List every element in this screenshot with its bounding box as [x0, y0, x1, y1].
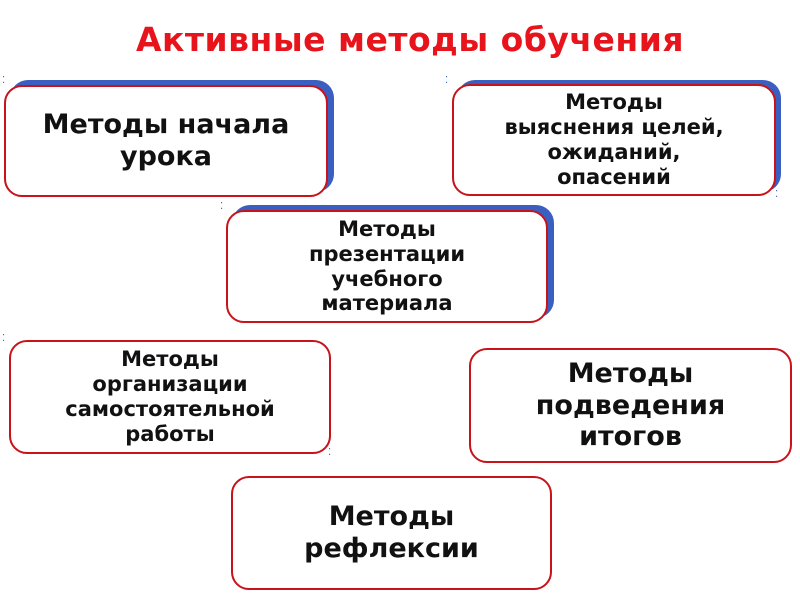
- box-line: учебного: [331, 266, 443, 291]
- box-summing-up: Методы подведения итогов: [469, 348, 792, 463]
- box-line: Методы: [121, 347, 219, 372]
- box-reflection: Методы рефлексии: [231, 476, 552, 590]
- box-lesson-start: Методы начала урока: [4, 85, 328, 197]
- decor-dots: ⁚: [2, 75, 6, 86]
- decor-dots: ⁚: [2, 333, 6, 344]
- decor-dots: ⁚: [220, 201, 224, 212]
- box-line: опасений: [557, 164, 671, 189]
- box-line: подведения: [535, 389, 726, 421]
- box-material-presentation: Методы презентации учебного материала: [226, 210, 548, 323]
- box-line: рефлексии: [304, 533, 479, 564]
- box-line: Методы: [567, 357, 694, 389]
- box-line: Методы: [565, 90, 663, 115]
- box-line: организации: [92, 372, 248, 397]
- box-line: урока: [119, 141, 212, 172]
- box-line: Методы начала: [42, 109, 290, 141]
- box-line: выяснения целей,: [504, 115, 724, 140]
- box-goals-expectations: Методы выяснения целей, ожиданий, опасен…: [452, 84, 776, 196]
- box-line: Методы: [338, 216, 436, 241]
- box-line: Методы: [328, 501, 455, 533]
- box-independent-work: Методы организации самостоятельной работ…: [9, 340, 331, 454]
- box-line: работы: [125, 421, 215, 446]
- decor-dots: ⁚: [445, 75, 449, 86]
- decor-dots: ⁚: [775, 189, 779, 200]
- box-line: ожиданий,: [547, 140, 681, 164]
- decor-dots: ⁚: [328, 447, 332, 458]
- page-title: Активные методы обучения: [135, 20, 685, 59]
- box-line: итогов: [579, 421, 682, 453]
- box-line: презентации: [308, 241, 466, 266]
- box-line: самостоятельной: [65, 397, 275, 421]
- box-line: материала: [321, 291, 453, 316]
